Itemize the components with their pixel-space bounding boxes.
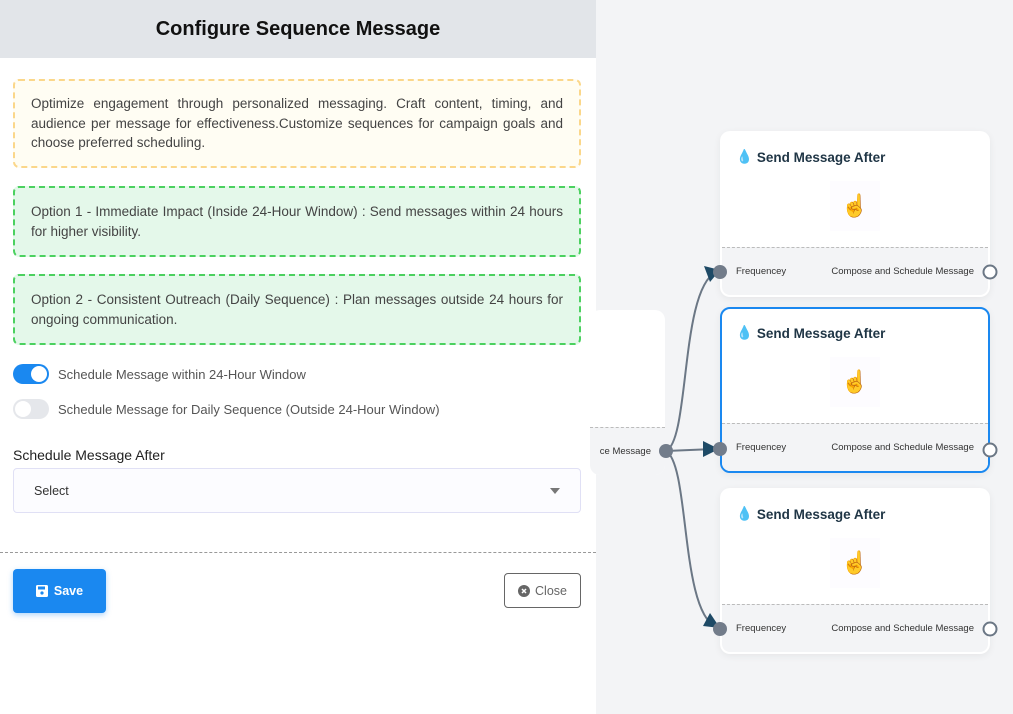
node-title: Send Message After — [756, 325, 886, 341]
option2-box: Option 2 - Consistent Outreach (Daily Se… — [13, 274, 581, 345]
arrowhead — [703, 441, 719, 457]
pointer-hand-icon: ☝ — [830, 357, 880, 407]
toggle-switch-on[interactable] — [13, 364, 49, 384]
toggle-label: Schedule Message within 24-Hour Window — [58, 366, 306, 382]
divider — [0, 552, 596, 553]
pointer-hand-icon: ☝ — [830, 538, 880, 588]
drop-icon: 💧 — [736, 506, 753, 521]
node-input-label: Frequencey — [736, 623, 787, 634]
node-output-label: Compose and Schedule Message — [831, 266, 974, 277]
node-send-message-after-selected[interactable]: 💧Send Message After ☝ Frequencey Compose … — [720, 307, 990, 473]
edge — [665, 271, 717, 452]
save-button[interactable]: Save — [13, 569, 106, 613]
output-handle — [659, 444, 673, 458]
node-title: Send Message After — [756, 149, 886, 165]
field-label: Schedule Message After — [13, 447, 165, 463]
close-circle-icon — [518, 584, 531, 597]
save-label: Save — [53, 584, 84, 598]
node-output-label: Compose and Schedule Message — [831, 623, 974, 634]
node-input-label: Frequencey — [736, 442, 787, 453]
node-input-label: Frequencey — [736, 266, 787, 277]
option1-box: Option 1 - Immediate Impact (Inside 24-H… — [13, 186, 581, 257]
close-button[interactable]: Close — [504, 573, 581, 608]
source-node[interactable]: ce Message — [590, 310, 665, 475]
close-label: Close — [535, 583, 567, 598]
caret-down-icon — [550, 487, 560, 494]
floppy-disk-icon — [35, 585, 48, 597]
schedule-after-select[interactable]: Select — [13, 468, 581, 513]
drop-icon: 💧 — [736, 325, 753, 340]
toggle-24-hour[interactable]: Schedule Message within 24-Hour Window — [13, 364, 306, 384]
node-output-label: Compose and Schedule Message — [831, 442, 974, 453]
edge — [665, 450, 717, 628]
toggle-daily-sequence[interactable]: Schedule Message for Daily Sequence (Out… — [13, 399, 440, 419]
node-title: Send Message After — [756, 506, 886, 522]
node-send-message-after[interactable]: 💧Send Message After ☝ Frequencey Compose … — [720, 131, 990, 297]
pointer-hand-icon: ☝ — [830, 181, 880, 231]
configure-panel: Configure Sequence Message Optimize enga… — [0, 0, 596, 714]
select-value: Select — [34, 483, 69, 498]
info-box: Optimize engagement through personalized… — [13, 79, 581, 168]
panel-title: Configure Sequence Message — [0, 0, 596, 58]
node-output-label: ce Message — [599, 446, 651, 457]
node-send-message-after[interactable]: 💧Send Message After ☝ Frequencey Compose … — [720, 488, 990, 654]
drop-icon: 💧 — [736, 149, 753, 164]
toggle-switch-off[interactable] — [13, 399, 49, 419]
toggle-label: Schedule Message for Daily Sequence (Out… — [58, 401, 440, 417]
